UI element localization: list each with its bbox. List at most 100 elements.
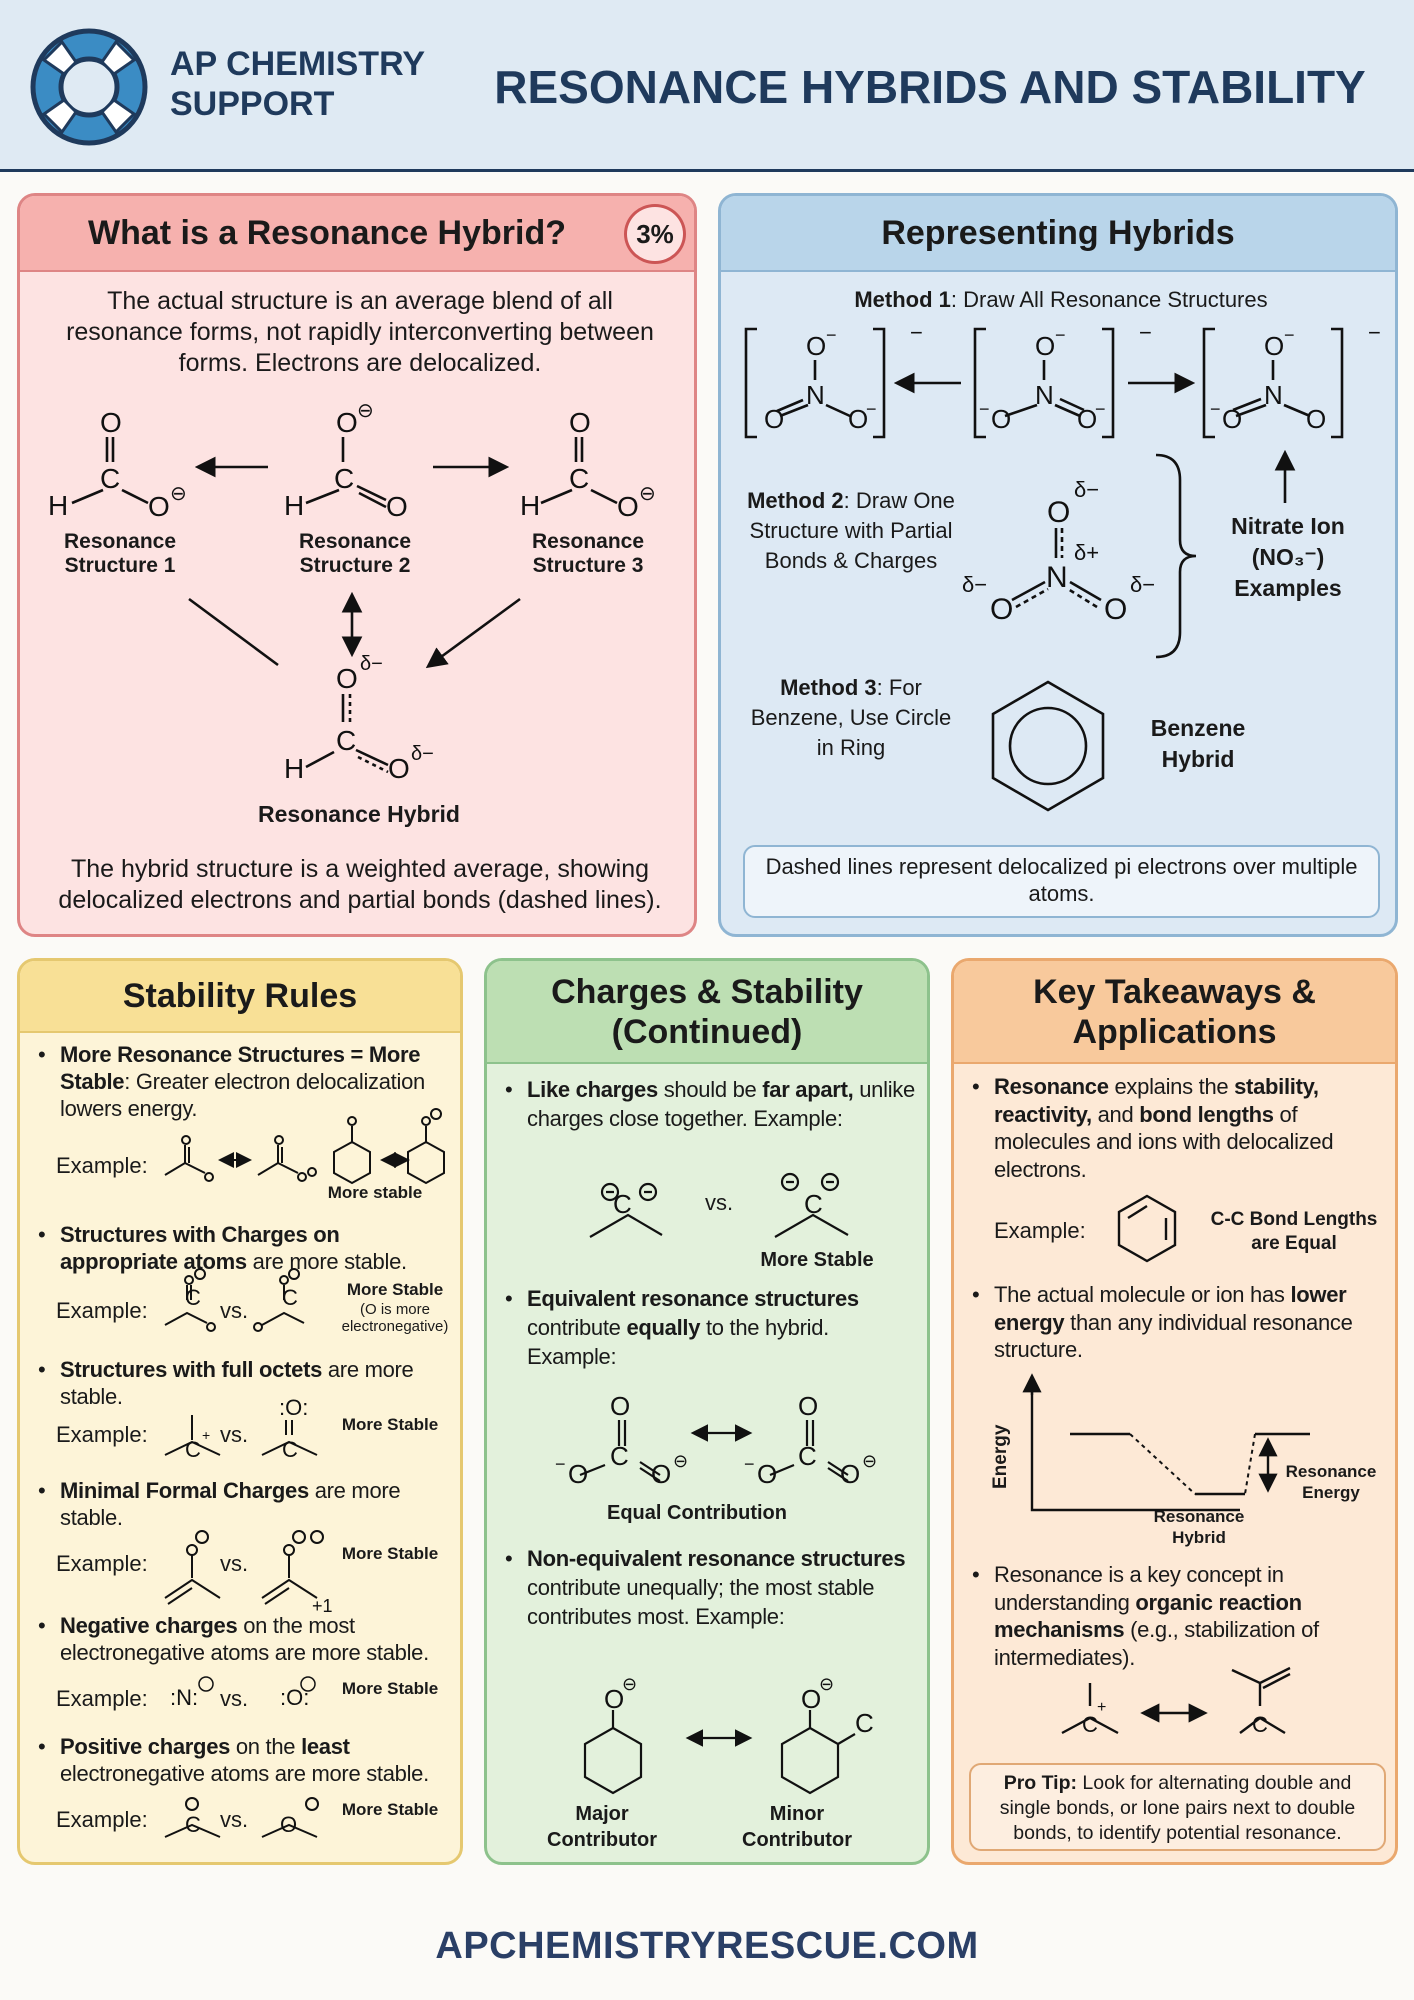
nitrate-label: Nitrate Ion (NO₃⁻) Examples	[1231, 513, 1345, 601]
structure-1-label: Resonance Structure 1	[63, 530, 177, 577]
vs-label: vs.	[220, 1551, 249, 1576]
rule-item: Structures with full octets are more sta…	[38, 1356, 458, 1410]
charges-bullet: Equivalent resonance structures contribu…	[505, 1284, 922, 1371]
vs-label: vs.	[220, 1298, 249, 1323]
resonance-hybrid-panel: What is a Resonance Hybrid? 3% The actua…	[17, 193, 697, 937]
structure-2-label: Resonance Structure 2	[298, 530, 412, 577]
text-segment: on the	[230, 1734, 302, 1759]
stability-rules-panel: Stability Rules More Resonance Structure…	[17, 958, 463, 1865]
text-segment: stability, reactivity,	[994, 1074, 1319, 1127]
text-segment: Resonance is a key concept in understand…	[994, 1562, 1284, 1615]
more-stable-note: More Stable	[341, 1415, 439, 1434]
panel-title: What is a Resonance Hybrid?	[20, 196, 694, 272]
takeaway-bullet: Resonance explains the stability, reacti…	[972, 1073, 1392, 1183]
text-segment: lower energy	[994, 1282, 1347, 1335]
intro-text: The actual structure is an average blend…	[66, 287, 654, 377]
method-1-text: Method 1: Draw All Resonance Structures	[854, 287, 1268, 312]
panel-title: Charges & Stability (Continued)	[487, 961, 927, 1064]
percent-badge: 3%	[624, 204, 686, 264]
hybrid-footer-text: The hybrid structure is a weighted avera…	[58, 855, 662, 914]
representing-hybrids-panel: Representing Hybrids Method 1: Draw All …	[718, 193, 1398, 937]
text-segment: Negative charges	[60, 1613, 238, 1638]
bond-length-note: C-C Bond Lengths are Equal	[1210, 1209, 1378, 1254]
more-stable-label: More Stable	[760, 1249, 874, 1271]
text-segment: to the hybrid. Example:	[527, 1315, 829, 1369]
text-segment: More Resonance Structures = More Stable	[60, 1042, 421, 1094]
text-segment: Resonance	[994, 1074, 1109, 1099]
brand-line-1: AP CHEMISTRY	[170, 45, 426, 83]
text-segment: and	[1091, 1101, 1140, 1127]
example-label: Example:	[56, 1422, 148, 1447]
text-segment: Structures with Charges on appropriate a…	[60, 1222, 340, 1274]
text-segment: are more stable.	[246, 1249, 407, 1274]
more-stable-note: More Stable	[341, 1800, 439, 1819]
example-label: Example:	[56, 1686, 148, 1711]
text-segment: Like charges	[527, 1077, 658, 1102]
rule-item: Positive charges on the least electroneg…	[38, 1733, 458, 1787]
subnote: (O is more electronegative)	[341, 1301, 449, 1335]
panel-title: Key Takeaways & Applications	[954, 961, 1395, 1064]
benzene-label: Benzene Hybrid	[1150, 715, 1246, 772]
more-stable-note: More stable	[327, 1183, 423, 1202]
more-stable-note: More Stable	[341, 1679, 439, 1698]
panel-title: Representing Hybrids	[721, 196, 1395, 272]
hybrid-label: Resonance Hybrid	[258, 801, 460, 827]
text-segment: contribute	[527, 1315, 627, 1340]
takeaway-bullet: Resonance is a key concept in understand…	[972, 1561, 1392, 1671]
life-ring-icon	[30, 28, 148, 146]
key-takeaways-panel: Key Takeaways & Applications Resonance e…	[951, 958, 1398, 1865]
text-segment: are more stable.	[60, 1478, 401, 1530]
rule-item: Structures with Charges on appropriate a…	[38, 1221, 458, 1275]
vs-label: vs.	[220, 1686, 249, 1711]
text-segment: least	[301, 1734, 350, 1759]
example-label: Example:	[56, 1298, 148, 1323]
text-segment: than any individual resonance structure.	[994, 1309, 1353, 1363]
text-segment: Structures with full octets	[60, 1357, 323, 1382]
text-segment: organic reaction mechanisms	[994, 1589, 1302, 1643]
method-3-text: Method 3: For Benzene, Use Circle in Rin…	[750, 675, 952, 760]
resonance-hybrid-label: Resonance Hybrid	[1153, 1507, 1245, 1547]
example-label: Example:	[994, 1218, 1086, 1243]
rule-item: Negative charges on the most electronega…	[38, 1612, 458, 1666]
text-segment: Positive charges	[60, 1734, 231, 1759]
text-segment: Minimal Formal Charges	[60, 1478, 309, 1503]
text-segment: The actual molecule or ion has	[994, 1282, 1291, 1307]
text-segment: on the most electronegative atoms are mo…	[60, 1613, 429, 1665]
method-2-text: Method 2: Draw One Structure with Partia…	[747, 488, 955, 573]
energy-axis-label: Energy	[990, 1424, 1011, 1489]
page-title: RESONANCE HYBRIDS AND STABILITY	[494, 61, 1366, 113]
text-segment: contribute unequally; the most stable co…	[527, 1575, 875, 1629]
takeaway-bullet: The actual molecule or ion has lower ene…	[972, 1281, 1392, 1364]
text-segment: Non-equivalent resonance structures	[527, 1546, 906, 1571]
text-segment: electronegative atoms are more stable.	[60, 1761, 429, 1786]
example-label: Example:	[56, 1551, 148, 1576]
vs-label: vs.	[220, 1422, 249, 1447]
structure-3-label: Resonance Structure 3	[531, 530, 645, 577]
text-segment: explains the	[1108, 1074, 1235, 1099]
brand-line-2: SUPPORT	[170, 85, 335, 123]
rule-item: Minimal Formal Charges are more stable.	[38, 1477, 458, 1531]
more-stable-note: More Stable	[346, 1280, 444, 1299]
text-segment: far apart,	[762, 1077, 854, 1102]
charges-bullet: Like charges should be far apart, unlike…	[505, 1075, 922, 1133]
minor-contributor-label: Minor Contributor	[742, 1803, 852, 1851]
text-segment: of molecules and ions with delocalized e…	[994, 1101, 1334, 1182]
example-label: Example:	[56, 1153, 148, 1178]
rule-item: More Resonance Structures = More Stable:…	[38, 1041, 458, 1122]
footer-url[interactable]: APCHEMISTRYRESCUE.COM	[435, 1925, 979, 1967]
example-label: Example:	[56, 1807, 148, 1832]
text-segment: Equivalent resonance structures	[527, 1286, 859, 1311]
more-stable-note: More Stable	[341, 1544, 439, 1563]
panel-title: Stability Rules	[20, 961, 460, 1033]
text-segment: are more stable.	[60, 1357, 414, 1409]
brand-name: AP CHEMISTRY SUPPORT	[170, 44, 425, 124]
charges-bullet: Non-equivalent resonance structures cont…	[505, 1544, 922, 1631]
text-segment: equally	[626, 1315, 701, 1340]
equal-contribution-label: Equal Contribution	[607, 1502, 787, 1524]
pro-tip-box: Pro Tip: Look for alternating double and…	[969, 1763, 1386, 1851]
header: AP CHEMISTRY SUPPORT RESONANCE HYBRIDS A…	[0, 0, 1414, 172]
text-segment: : Greater electron delocalization lowers…	[60, 1069, 425, 1121]
resonance-energy-label: Resonance Energy	[1285, 1462, 1377, 1502]
text-segment: should be	[657, 1077, 763, 1102]
note-box: Dashed lines represent delocalized pi el…	[743, 845, 1380, 918]
